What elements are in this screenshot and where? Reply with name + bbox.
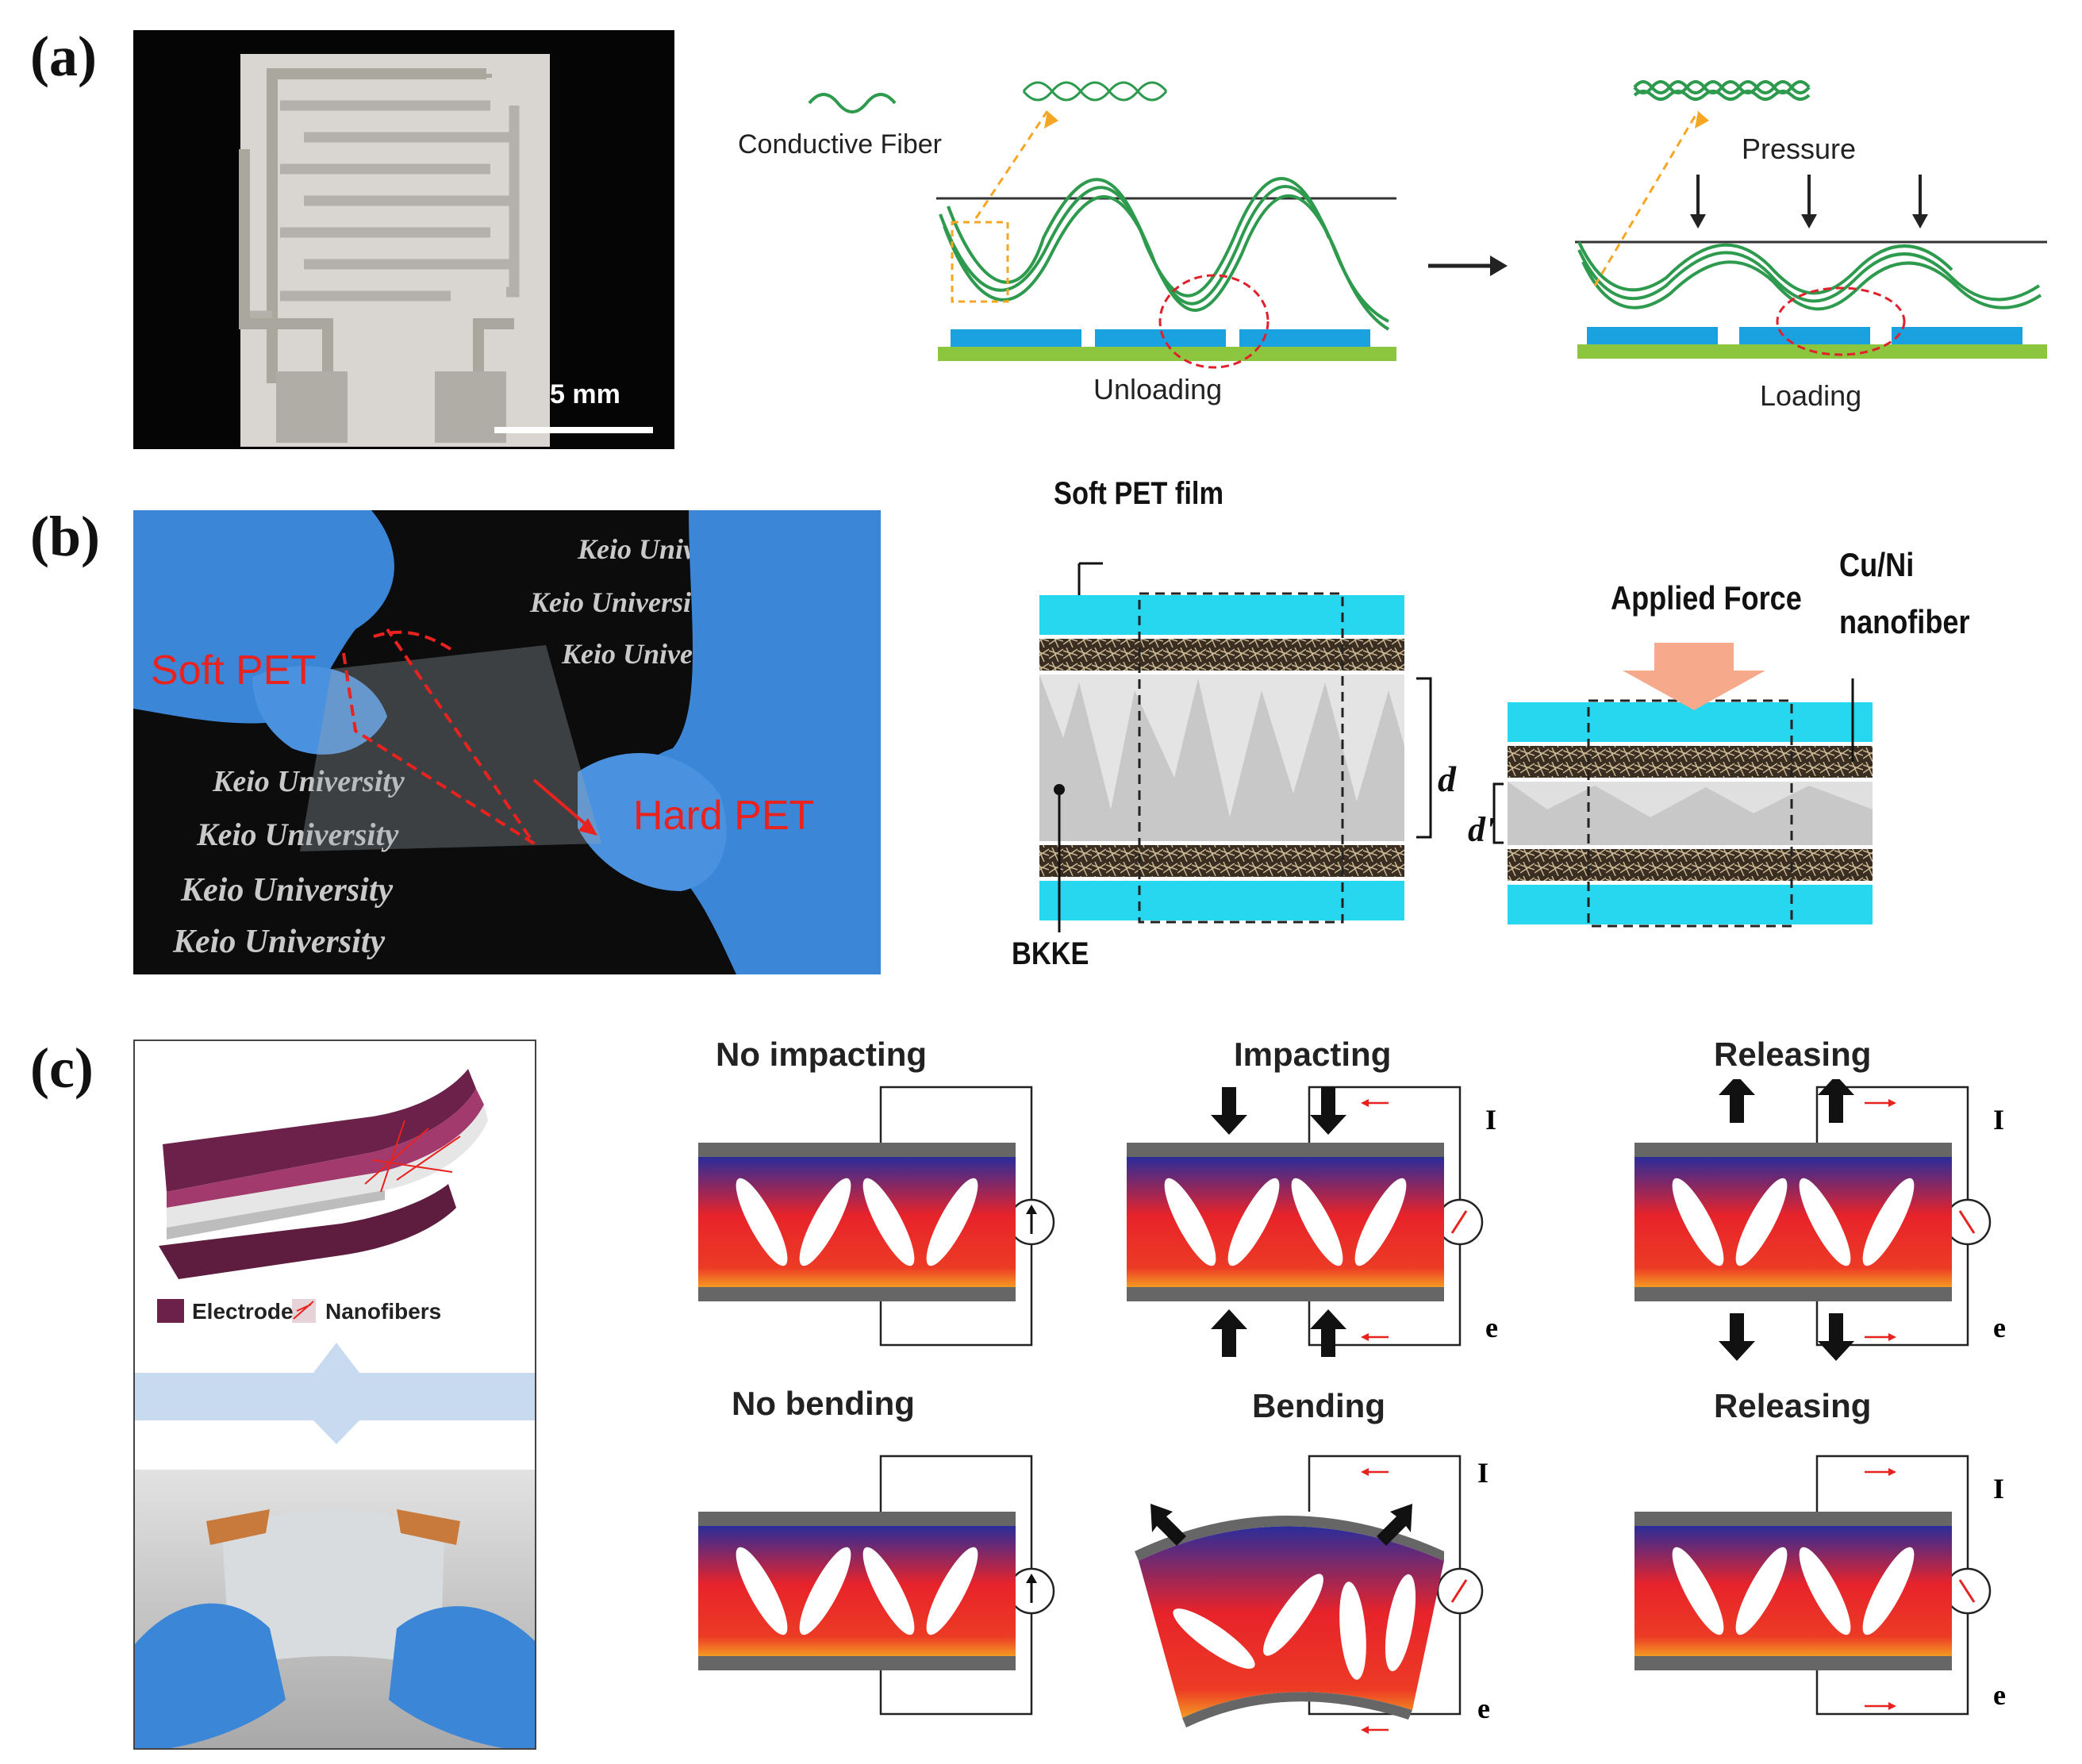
title-releasing-1: Releasing xyxy=(1714,1036,1872,1073)
flexible-device-photo xyxy=(135,1470,535,1748)
fiber-schematic xyxy=(808,80,2047,369)
gap-d-prime-label: d' xyxy=(1468,810,1496,849)
state-bending xyxy=(1135,1455,1484,1734)
cuni-label-line1: Cu/Ni xyxy=(1839,546,1915,583)
electron-label-releasing-2: e xyxy=(1993,1679,2006,1711)
fiber-zoom-icon xyxy=(1022,81,1168,102)
soft-pet-photo-label: Soft PET xyxy=(151,648,317,694)
hard-pet-photo-label: Hard PET xyxy=(633,793,815,839)
bkke-label: BKKE xyxy=(1012,936,1089,971)
title-impacting: Impacting xyxy=(1234,1036,1392,1073)
title-bending: Bending xyxy=(1252,1387,1385,1424)
legend-nanofibers: Nanofibers xyxy=(325,1299,442,1324)
pet-film-photo: Keio University Keio University Keio Uni… xyxy=(133,510,881,974)
unloading-label: Unloading xyxy=(1093,373,1223,405)
watermark-7: Keio University xyxy=(173,924,386,960)
watermark-2: Keio University xyxy=(530,586,712,618)
device-card: Electrode Nanofibers xyxy=(133,1040,536,1750)
current-label-releasing-1: I xyxy=(1993,1104,2005,1136)
watermark-6: Keio University xyxy=(181,872,394,909)
loading-label: Loading xyxy=(1760,379,1862,412)
fiber-zoom-compressed-icon xyxy=(1633,80,1811,101)
conductive-fiber-label: Conductive Fiber xyxy=(738,129,943,159)
watermark-4: Keio University xyxy=(213,765,405,798)
scale-bar-label: 5 mm xyxy=(550,379,620,409)
fiber-legend-icon xyxy=(808,93,897,113)
electron-label-bending: e xyxy=(1477,1693,1490,1724)
electrode-swatch xyxy=(157,1299,184,1323)
electron-label-releasing-1: e xyxy=(1993,1312,2006,1343)
capacitor-schematic xyxy=(1039,562,1873,932)
cuni-label-line2: nanofiber xyxy=(1839,603,1970,640)
electron-label-impacting: e xyxy=(1485,1312,1498,1343)
applied-force-label: Applied Force xyxy=(1611,579,1802,617)
title-no-bending: No bending xyxy=(732,1385,915,1422)
state-releasing-bend xyxy=(1634,1455,1992,1716)
state-releasing-impact xyxy=(1634,1079,1992,1361)
state-no-impacting xyxy=(698,1086,1055,1347)
pressure-label: Pressure xyxy=(1742,133,1857,165)
piezo-states xyxy=(698,1079,1992,1734)
current-label-impacting: I xyxy=(1485,1104,1497,1136)
title-no-impacting: No impacting xyxy=(716,1036,928,1073)
soft-pet-film-label: Soft PET film xyxy=(1054,476,1224,511)
fiber-wave-unloading xyxy=(939,177,1390,331)
watermark-5: Keio University xyxy=(197,817,399,852)
gap-d-label: d xyxy=(1438,759,1456,799)
fiber-wave-loading xyxy=(1577,241,2042,311)
legend-electrode: Electrode xyxy=(192,1299,294,1324)
electrode-photo: 5 mm xyxy=(133,30,674,449)
title-releasing-2: Releasing xyxy=(1714,1387,1872,1424)
state-impacting xyxy=(1127,1086,1484,1357)
panel-c-label: (c) xyxy=(30,1036,94,1100)
panel-b-label: (b) xyxy=(30,505,100,568)
state-no-bending xyxy=(698,1455,1055,1716)
applied-force-arrow xyxy=(1623,643,1765,710)
panel-a-label: (a) xyxy=(30,25,97,88)
current-label-releasing-2: I xyxy=(1993,1473,2005,1505)
current-label-bending: I xyxy=(1477,1457,1489,1489)
